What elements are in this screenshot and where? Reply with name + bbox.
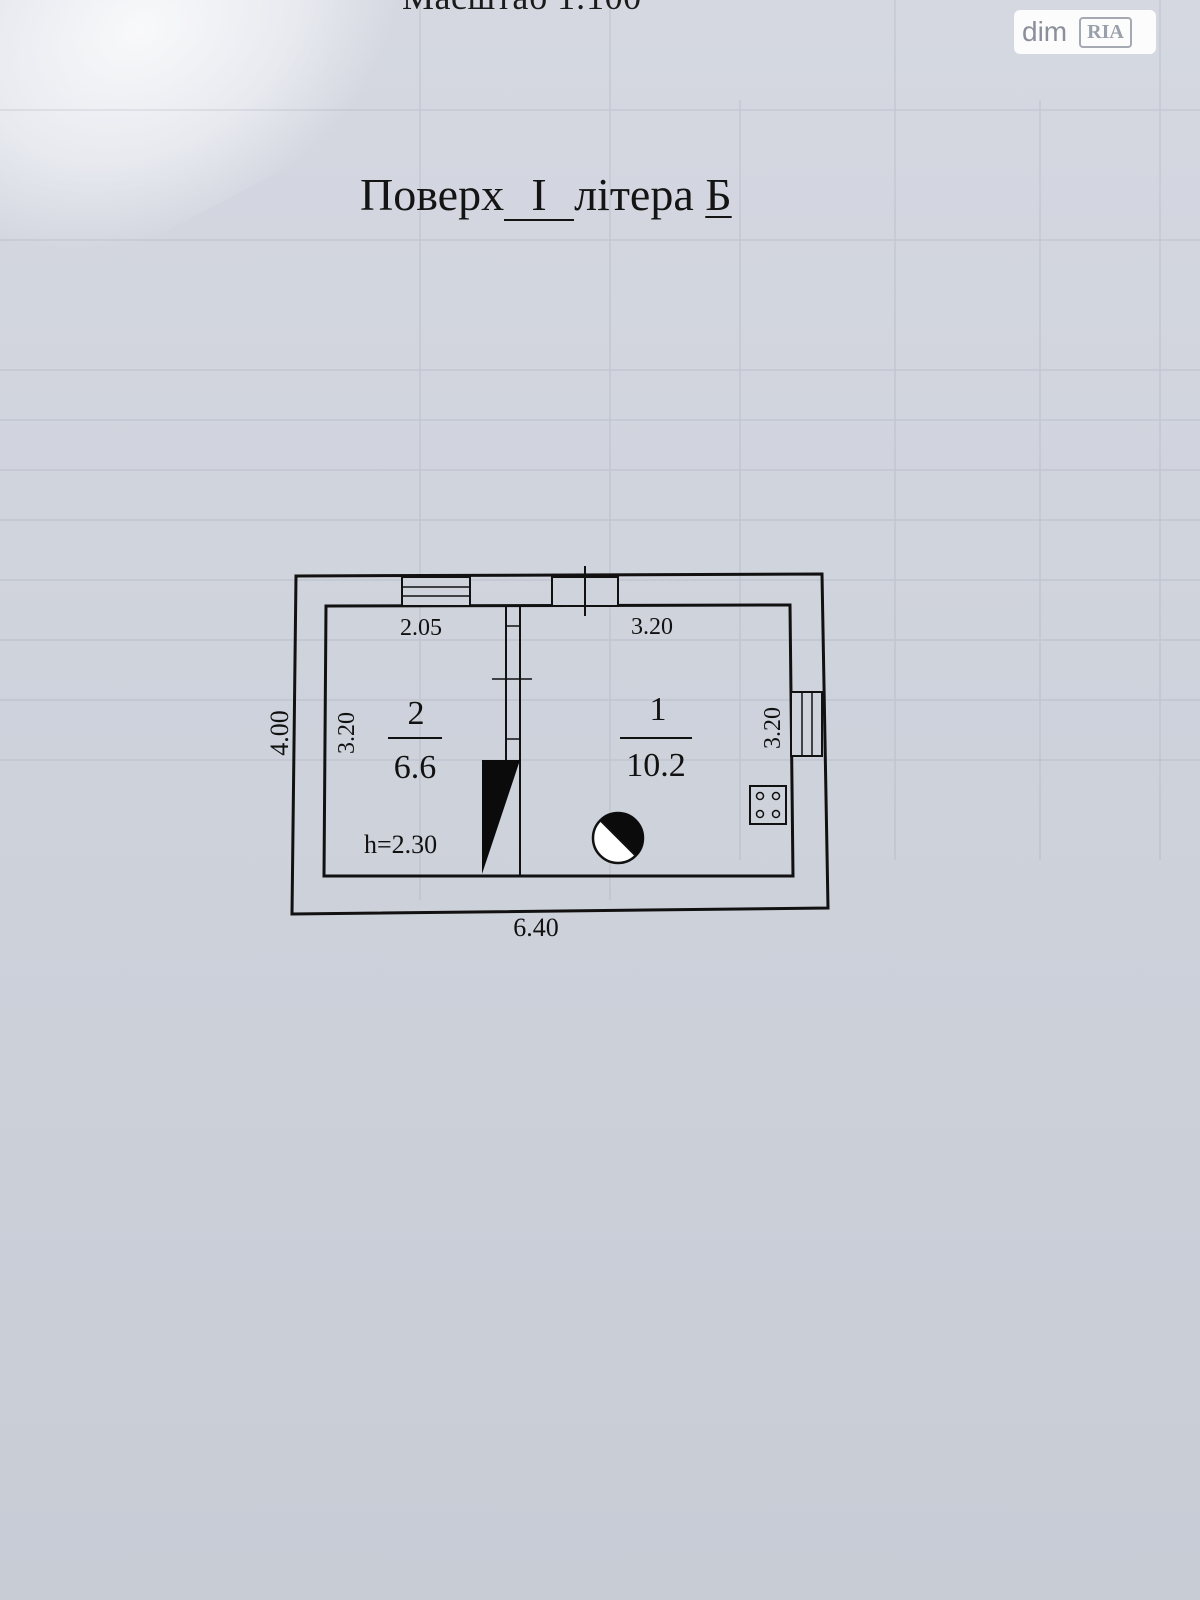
dim-room2-width: 2.05 — [400, 615, 442, 641]
partition-wall — [492, 607, 532, 876]
building-letter: Б — [705, 169, 732, 220]
dim-room1-width: 3.20 — [631, 614, 673, 640]
stove-icon — [749, 785, 787, 825]
floor-title-middle: літера — [574, 169, 694, 220]
watermark-dim: dim — [1022, 16, 1068, 47]
window-top-left — [401, 576, 471, 607]
outer-wall — [290, 572, 830, 916]
dim-room1-depth: 3.20 — [760, 707, 786, 749]
dimria-watermark: dim RIA — [1014, 10, 1156, 54]
dim-outer-depth: 4.00 — [265, 710, 294, 756]
dim-outer-width: 6.40 — [513, 913, 559, 942]
heater-icon — [591, 811, 645, 865]
watermark-ria-logo: RIA — [1079, 16, 1132, 48]
floor-plan: 2 6.6 1 10.2 2.05 3.20 3.20 3.20 4.00 6.… — [265, 566, 830, 942]
room-2-number: 2 — [408, 695, 425, 732]
window-right-wall — [790, 691, 823, 757]
floor-number: I — [504, 170, 575, 222]
dim-room2-depth: 3.20 — [334, 712, 360, 754]
floor-title-prefix: Поверх — [360, 169, 505, 220]
inner-wall — [322, 603, 795, 878]
ceiling-height: h=2.30 — [364, 830, 437, 859]
show-through-table — [0, 0, 1200, 900]
door-wedge — [482, 760, 520, 874]
scale-caption: Масштаб 1:100 — [402, 0, 642, 18]
window-top-right — [551, 566, 619, 616]
room-1-number: 1 — [650, 691, 667, 728]
room-2-area: 6.6 — [394, 749, 437, 786]
room-1-area: 10.2 — [626, 747, 686, 784]
